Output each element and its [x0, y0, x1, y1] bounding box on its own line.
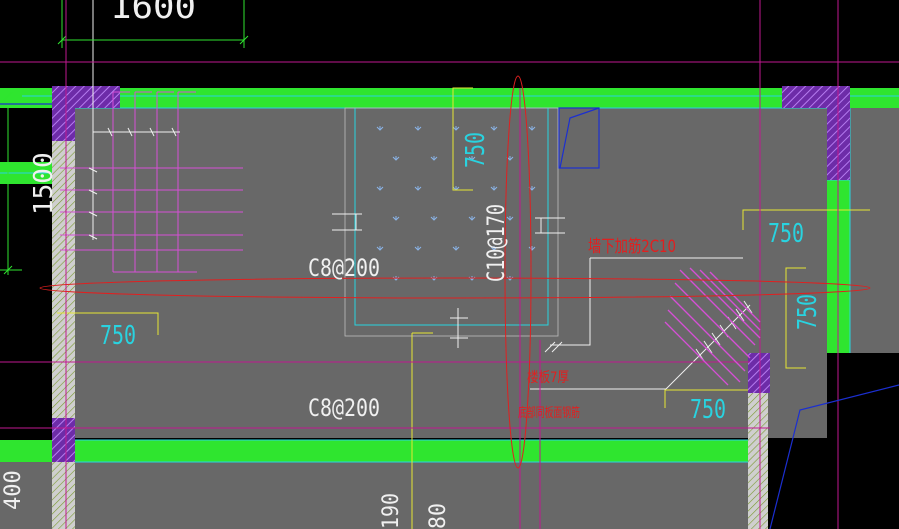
slab-arrow-mark	[452, 246, 460, 251]
slab-arrow-mark	[376, 186, 384, 191]
blue-lines	[0, 103, 899, 529]
slab-main	[75, 108, 827, 438]
rebar-tick	[735, 308, 745, 322]
dim-text-top: 1600	[110, 0, 196, 27]
slab-arrow-mark	[468, 216, 476, 221]
slab-arrow-mark	[452, 126, 460, 131]
column-top-left-down	[52, 86, 75, 141]
slab-left-small	[0, 462, 55, 529]
slab-arrow-mark	[414, 246, 422, 251]
red-note-3: 底部同板面钢筋	[518, 405, 580, 421]
beam-right-corner	[850, 88, 899, 108]
blue-box	[558, 107, 600, 169]
dim-750-right-vertical: 750	[793, 294, 823, 330]
slab-arrow-mark	[430, 216, 438, 221]
red-ellipses	[39, 75, 871, 469]
slab-arrow-mark	[490, 186, 498, 191]
top-dimension	[0, 0, 249, 275]
slab-arrow-mark	[490, 246, 498, 251]
slab-arrow-mark	[430, 156, 438, 161]
label-c10: C10@170	[482, 204, 510, 282]
wall-left-hatch	[52, 141, 75, 418]
rebar-tick	[743, 300, 753, 314]
rebar-tick	[711, 332, 721, 346]
label-c8-upper: C8@200	[308, 254, 380, 282]
red-note-1: 墙下加筋2C10	[588, 237, 676, 257]
slab-arrow-mark	[414, 126, 422, 131]
dim-750-top: 750	[461, 132, 491, 168]
slab-arrow-mark	[414, 186, 422, 191]
rebar-grid	[60, 91, 243, 273]
slab-arrow-mark	[468, 156, 476, 161]
dim-80-bottom: 80	[426, 503, 451, 529]
column-right-small	[748, 353, 770, 393]
dim-750-left: 750	[100, 321, 136, 351]
wall-left-bottom	[52, 462, 75, 529]
dim-text-left: 1500	[29, 152, 59, 215]
dim-text-left-bottom: 400	[1, 470, 26, 510]
dim-750-bottom: 750	[690, 395, 726, 425]
slab-arrow-mark	[376, 126, 384, 131]
text-layer: 1600 1500 400 C8@200 C8@200 C10@170 750 …	[1, 0, 823, 529]
slab-arrow-mark	[392, 156, 400, 161]
beam-mid	[55, 440, 767, 462]
dim-750-right: 750	[768, 219, 804, 249]
beam-top	[0, 88, 899, 108]
slab-arrow-mark	[506, 156, 514, 161]
columns	[52, 86, 850, 529]
red-note-2: 楼板7厚	[527, 370, 569, 386]
slab-arrow-mark	[490, 126, 498, 131]
label-c8-lower: C8@200	[308, 394, 380, 422]
slab-panels	[0, 100, 899, 529]
slab-arrow-mark	[528, 246, 536, 251]
slab-arrow-mark	[506, 216, 514, 221]
dimension-leaders	[57, 87, 870, 529]
slab-arrow-mark	[376, 246, 384, 251]
slab-right	[850, 108, 899, 353]
column-mid-left	[52, 418, 75, 462]
wall-right-hatch	[748, 393, 768, 529]
beam-lower-left	[0, 440, 55, 462]
slab-arrow-mark	[528, 126, 536, 131]
dim-190-bottom: 190	[379, 493, 404, 529]
slab-arrow-mark	[392, 216, 400, 221]
rebar-tick	[703, 340, 713, 354]
